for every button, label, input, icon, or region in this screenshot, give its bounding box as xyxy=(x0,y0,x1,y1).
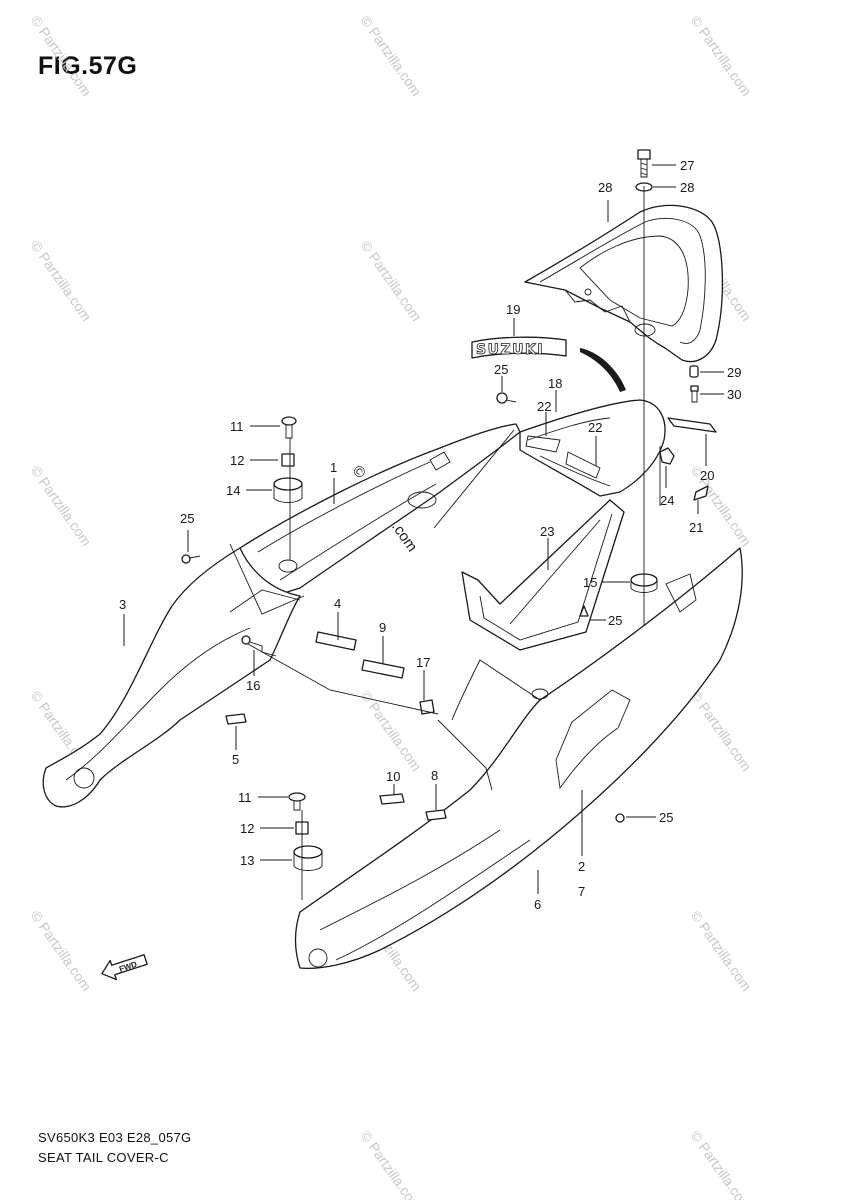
callout-25-top: 25 xyxy=(494,362,508,377)
bolt-11b-part xyxy=(288,792,306,811)
watermark-text: © Partzilla.com xyxy=(358,13,425,99)
grab-handle-part xyxy=(524,204,724,363)
grommet-25b-part xyxy=(181,554,201,564)
figure-code: SV650K3 E03 E28_057G xyxy=(38,1130,192,1145)
callout-19: 19 xyxy=(506,302,520,317)
watermark-text: © Partzilla.com xyxy=(358,238,425,324)
cushion-5-part xyxy=(225,713,247,725)
cushion-4-part xyxy=(315,631,357,651)
callout-15: 15 xyxy=(583,575,597,590)
callout-24: 24 xyxy=(660,493,674,508)
callout-30: 30 xyxy=(727,387,741,402)
grommet-14-part xyxy=(273,477,303,503)
callout-4: 4 xyxy=(334,596,341,611)
callout-22-left: 22 xyxy=(537,399,551,414)
callout-20: 20 xyxy=(700,468,714,483)
callout-25-right: 25 xyxy=(608,613,622,628)
callout-18: 18 xyxy=(548,376,562,391)
callout-25-bottom: 25 xyxy=(659,810,673,825)
callout-11-top: 11 xyxy=(230,419,244,434)
callout-21: 21 xyxy=(689,520,703,535)
clip-24-part xyxy=(659,447,675,465)
forward-arrow: FWD xyxy=(101,954,148,981)
callout-13: 13 xyxy=(240,853,254,868)
callout-10: 10 xyxy=(386,769,400,784)
callout-9: 9 xyxy=(379,620,386,635)
side-rail-3-part xyxy=(42,547,301,808)
watermark-text: © Partzilla.com xyxy=(358,688,425,774)
cushion-20-part xyxy=(667,417,717,433)
callout-23: 23 xyxy=(540,524,554,539)
collar-29-part xyxy=(689,365,699,378)
bracket-23-part xyxy=(461,499,625,651)
screw-30-part xyxy=(690,385,699,403)
collar-12a-part xyxy=(281,453,295,467)
figure-name: SEAT TAIL COVER-C xyxy=(38,1150,169,1165)
callout-12-bottom: 12 xyxy=(240,821,254,836)
callout-8: 8 xyxy=(431,768,438,783)
callout-12-top: 12 xyxy=(230,453,244,468)
grommet-13-part xyxy=(293,845,323,871)
bolt-11a-part xyxy=(281,416,297,439)
callout-group: 27 28 28 19 29 30 25 18 22 22 11 20 12 1… xyxy=(119,158,741,912)
callout-28-grab-handle: 28 xyxy=(598,180,612,195)
watermark-text: © Partzilla.com xyxy=(28,13,95,99)
callout-7: 7 xyxy=(578,884,585,899)
watermark-text: © Partzilla.com xyxy=(358,1128,425,1200)
callout-1: 1 xyxy=(330,460,337,475)
callout-22-right: 22 xyxy=(588,420,602,435)
watermark-text: © Partzilla.com xyxy=(688,688,755,774)
cushion-9-part xyxy=(361,659,405,679)
figure-footer: SV650K3 E03 E28_057G SEAT TAIL COVER-C xyxy=(38,1128,191,1168)
callout-6: 6 xyxy=(534,897,541,912)
watermark-text: © Partzilla.com xyxy=(688,13,755,99)
frame-cover-1-part xyxy=(239,423,521,599)
callout-5: 5 xyxy=(232,752,239,767)
callout-14: 14 xyxy=(226,483,240,498)
grommet-25d-part xyxy=(615,813,625,823)
watermark-text: © Partzilla.com xyxy=(688,1128,755,1200)
cushion-21-part xyxy=(693,485,709,501)
watermark-text: © Partzilla.com xyxy=(28,908,95,994)
callout-3: 3 xyxy=(119,597,126,612)
watermark-text: © Partzilla.com xyxy=(688,908,755,994)
suzuki-decal-text: SUZUKI xyxy=(476,342,544,358)
callout-28: 28 xyxy=(680,180,694,195)
centerline-group xyxy=(229,186,661,900)
callout-2: 2 xyxy=(578,859,585,874)
callout-11-bottom: 11 xyxy=(238,790,252,805)
grommet-25a-part xyxy=(496,392,517,404)
figure-title: FIG.57G xyxy=(38,52,138,80)
callout-16: 16 xyxy=(246,678,260,693)
callout-27: 27 xyxy=(680,158,694,173)
suzuki-decal-part: SUZUKI xyxy=(471,336,567,359)
callout-17: 17 xyxy=(416,655,430,670)
cushion-8-part xyxy=(425,809,447,821)
tail-cover-6-part xyxy=(294,547,743,970)
bolt-27-part xyxy=(637,149,651,178)
decal-arc-mark xyxy=(580,348,626,392)
bolt-16-part xyxy=(241,635,277,657)
callout-25-left: 25 xyxy=(180,511,194,526)
cushion-10-part xyxy=(379,793,405,805)
grommet-25c-part xyxy=(579,605,589,617)
callout-29: 29 xyxy=(727,365,741,380)
watermark-text: © Partzilla.com xyxy=(28,238,95,324)
tail-cover-18-part xyxy=(519,399,666,497)
watermark-text: © Partzilla.com xyxy=(28,463,95,549)
